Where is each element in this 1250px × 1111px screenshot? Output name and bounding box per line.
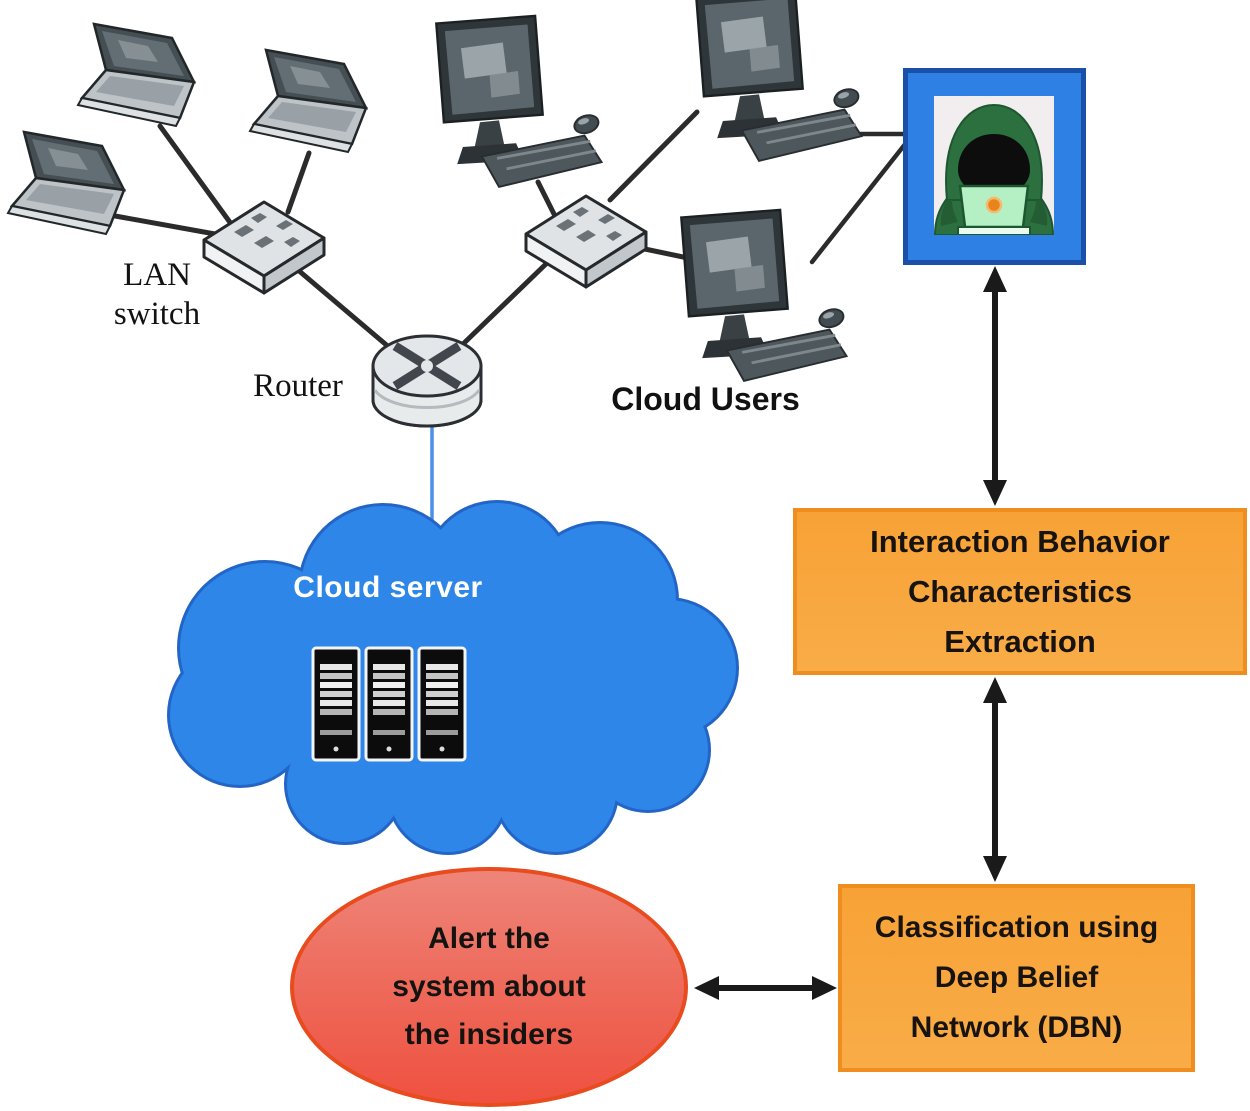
link-switch1-router [295, 267, 393, 351]
link-desktop3-switch2 [637, 245, 691, 261]
lan-switch-label: LAN switch [113, 257, 201, 332]
arrow-alert-classification [694, 976, 837, 1000]
network-links [101, 109, 909, 538]
cloud-users-label: Cloud Users [611, 381, 800, 417]
link-laptop3-switch1 [101, 211, 218, 237]
link-switch2-router [459, 259, 551, 348]
server-rack-icon [364, 646, 414, 762]
link-desktop2-switch2 [607, 109, 700, 203]
desktop-computer-icon [694, 0, 864, 163]
cloud-icon [167, 500, 739, 855]
arrow-extraction-classification [983, 677, 1007, 882]
router-icon [371, 334, 483, 428]
extraction-box: Interaction Behavior Characteristics Ext… [793, 508, 1247, 675]
link-laptop1-switch1 [157, 123, 240, 235]
arrow-hacker-extraction [983, 266, 1007, 506]
insider-attacker-box [903, 68, 1086, 265]
desktop-computer-icon [679, 208, 849, 383]
laptop-icon [248, 48, 368, 154]
cloud-server-label: Cloud server [293, 571, 483, 604]
laptop-icon [76, 22, 196, 128]
server-rack-icons [311, 646, 467, 762]
classification-box: Classification using Deep Belief Network… [838, 884, 1195, 1072]
desktop-computer-icon [434, 14, 604, 189]
router-label: Router [253, 368, 343, 404]
hacker-icon [933, 96, 1055, 236]
link-desktop1-switch2 [535, 179, 559, 221]
alert-ellipse: Alert the system about the insiders [290, 867, 688, 1107]
hooded-hacker-icon [933, 103, 1055, 236]
server-rack-icon [311, 646, 361, 762]
link-laptop2-switch1 [285, 150, 312, 215]
laptop-icon [6, 130, 126, 236]
lan-switch-icon [524, 194, 648, 289]
network-devices [6, 0, 864, 428]
server-rack-icon [417, 646, 467, 762]
flow-arrows [694, 266, 1007, 1000]
link-desktop3-hacker [809, 140, 909, 265]
